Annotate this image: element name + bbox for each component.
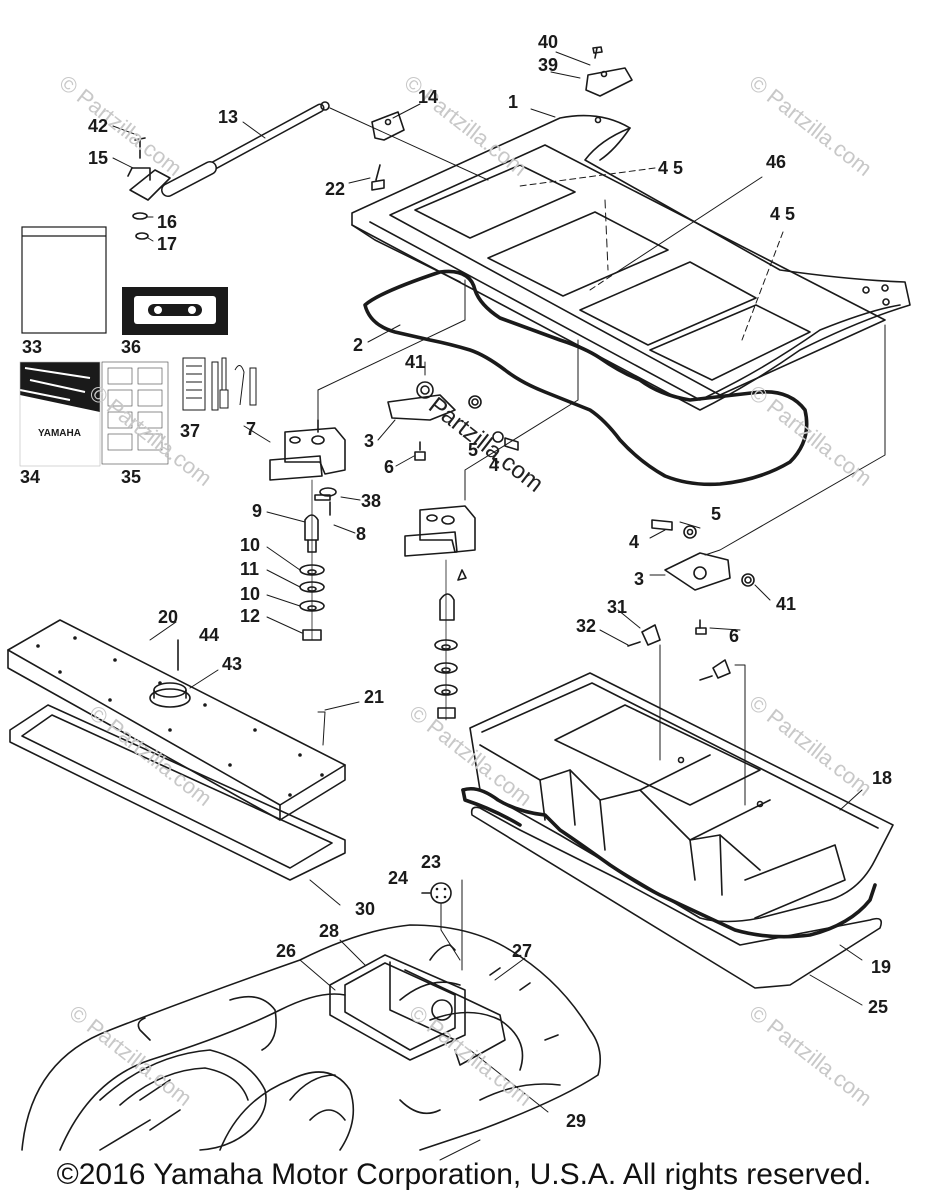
- callout-27: 27: [512, 941, 533, 961]
- callout-5: 5: [711, 504, 722, 524]
- callout-2: 2: [353, 335, 364, 355]
- instruction-sheet: [101, 361, 169, 465]
- callout-36: 36: [121, 337, 142, 357]
- callout-12: 12: [240, 606, 261, 626]
- callout-21: 21: [364, 687, 385, 707]
- callout-1: 1: [508, 92, 519, 112]
- lid-seal: [363, 269, 809, 487]
- callout-11: 11: [240, 559, 260, 579]
- callout-45: 4 5: [770, 204, 796, 224]
- callout-28: 28: [319, 921, 340, 941]
- callout-39: 39: [538, 55, 559, 75]
- callout-41: 41: [405, 352, 426, 372]
- callout-18: 18: [872, 768, 893, 788]
- cover-gasket: [9, 704, 346, 881]
- callout-13: 13: [218, 107, 239, 127]
- lid-assembly: [351, 114, 911, 411]
- manual-cover: [19, 361, 101, 467]
- callout-41: 41: [776, 594, 797, 614]
- callout-9: 9: [252, 501, 263, 521]
- callout-23: 23: [421, 852, 442, 872]
- callout-22: 22: [325, 179, 346, 199]
- callout-31: 31: [607, 597, 628, 617]
- manual-cover-brand: YAMAHA: [38, 428, 81, 439]
- owners-manual-blank: [21, 226, 107, 334]
- callout-33: 33: [22, 337, 43, 357]
- cover-plate: [7, 619, 346, 821]
- callout-17: 17: [157, 234, 178, 254]
- callout-35: 35: [121, 467, 142, 487]
- callout-40: 40: [538, 32, 559, 52]
- callout-25: 25: [868, 997, 889, 1017]
- callout-3: 3: [364, 431, 375, 451]
- callout-5: 5: [468, 440, 479, 460]
- callout-14: 14: [418, 87, 439, 107]
- callout-30: 30: [355, 899, 376, 919]
- callout-19: 19: [871, 957, 892, 977]
- callout-10: 10: [240, 535, 261, 555]
- callout-42: 42: [88, 116, 109, 136]
- callout-24: 24: [388, 868, 409, 888]
- video-cassette: [122, 287, 228, 335]
- callout-43: 43: [222, 654, 243, 674]
- callout-29: 29: [566, 1111, 587, 1131]
- callout-34: 34: [20, 467, 41, 487]
- copyright-notice: ©2016 Yamaha Motor Corporation, U.S.A. A…: [56, 1158, 872, 1191]
- center-hinge: [404, 505, 476, 721]
- callout-26: 26: [276, 941, 297, 961]
- callout-45: 4 5: [658, 158, 684, 178]
- callout-6: 6: [729, 626, 740, 646]
- callout-16: 16: [157, 212, 178, 232]
- callout-15: 15: [88, 148, 109, 168]
- callout-4: 4: [489, 455, 500, 475]
- callout-38: 38: [361, 491, 382, 511]
- callout-7: 7: [246, 419, 257, 439]
- callout-3: 3: [634, 569, 645, 589]
- callout-37: 37: [180, 421, 201, 441]
- callout-6: 6: [384, 457, 395, 477]
- callout-10: 10: [240, 584, 261, 604]
- callout-8: 8: [356, 524, 367, 544]
- tub-seal: [461, 786, 877, 939]
- callout-20: 20: [158, 607, 179, 627]
- callout-32: 32: [576, 616, 597, 636]
- tub-bottom-plate: [470, 806, 883, 989]
- storage-tub: [469, 672, 894, 923]
- left-hinge: [269, 419, 346, 641]
- tool-kit: [182, 357, 257, 411]
- callout-44: 44: [199, 625, 220, 645]
- callout-4: 4: [629, 532, 640, 552]
- callout-46: 46: [766, 152, 787, 172]
